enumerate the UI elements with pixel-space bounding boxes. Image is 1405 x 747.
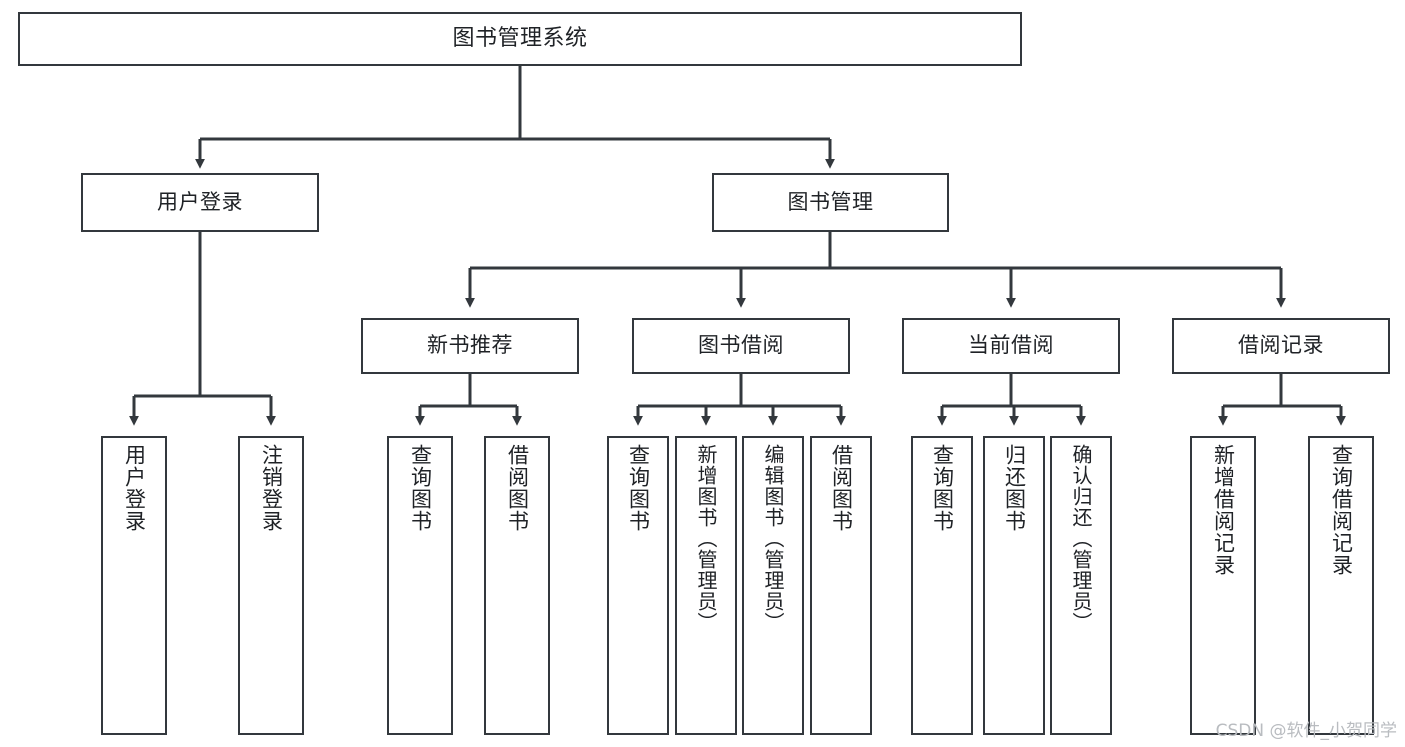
leaf-label: 确认归还（管理员） [1069,444,1093,633]
node-borrow-record[interactable]: 借阅记录 [1172,318,1390,374]
leaf-label: 借阅图书 [505,444,530,532]
node-label: 图书管理 [787,189,874,214]
leaf-user-login[interactable]: 用户登录 [101,436,167,735]
node-book-management[interactable]: 图书管理 [712,173,949,232]
csdn-watermark: CSDN @软件_小贺同学 [1215,721,1397,741]
leaf-label: 借阅图书 [829,444,854,532]
node-label: 借阅记录 [1238,333,1324,358]
node-book-borrow[interactable]: 图书借阅 [632,318,850,374]
leaf-label: 新增借阅记录 [1211,444,1236,576]
node-current-borrow[interactable]: 当前借阅 [902,318,1120,374]
node-root-label: 图书管理系统 [452,25,588,51]
node-label: 用户登录 [157,189,243,214]
node-label: 图书借阅 [698,333,784,358]
leaf-label: 查询图书 [930,444,955,532]
leaf-add-book-admin[interactable]: 新增图书（管理员） [675,436,737,735]
leaf-add-borrow-record[interactable]: 新增借阅记录 [1190,436,1256,735]
leaf-query-book-borrow[interactable]: 查询图书 [607,436,669,735]
leaf-label: 查询借阅记录 [1329,444,1354,576]
leaf-label: 查询图书 [626,444,651,532]
leaf-label: 编辑图书（管理员） [761,444,785,633]
leaf-label: 新增图书（管理员） [694,444,718,633]
leaf-label: 注销登录 [259,444,284,532]
leaf-logout-login[interactable]: 注销登录 [238,436,304,735]
leaf-label: 归还图书 [1002,444,1027,532]
leaf-query-borrow-record[interactable]: 查询借阅记录 [1308,436,1374,735]
leaf-borrow-book-recommend[interactable]: 借阅图书 [484,436,550,735]
node-user-login[interactable]: 用户登录 [81,173,319,232]
node-root[interactable]: 图书管理系统 [18,12,1022,66]
leaf-edit-book-admin[interactable]: 编辑图书（管理员） [742,436,804,735]
leaf-confirm-return-admin[interactable]: 确认归还（管理员） [1050,436,1112,735]
leaf-label: 用户登录 [122,444,147,532]
leaf-query-book-current[interactable]: 查询图书 [911,436,973,735]
leaf-query-book-recommend[interactable]: 查询图书 [387,436,453,735]
leaf-borrow-book[interactable]: 借阅图书 [810,436,872,735]
leaf-return-book[interactable]: 归还图书 [983,436,1045,735]
node-new-book-recommend[interactable]: 新书推荐 [361,318,579,374]
node-label: 新书推荐 [427,333,513,358]
leaf-label: 查询图书 [408,444,433,532]
node-label: 当前借阅 [968,333,1054,358]
